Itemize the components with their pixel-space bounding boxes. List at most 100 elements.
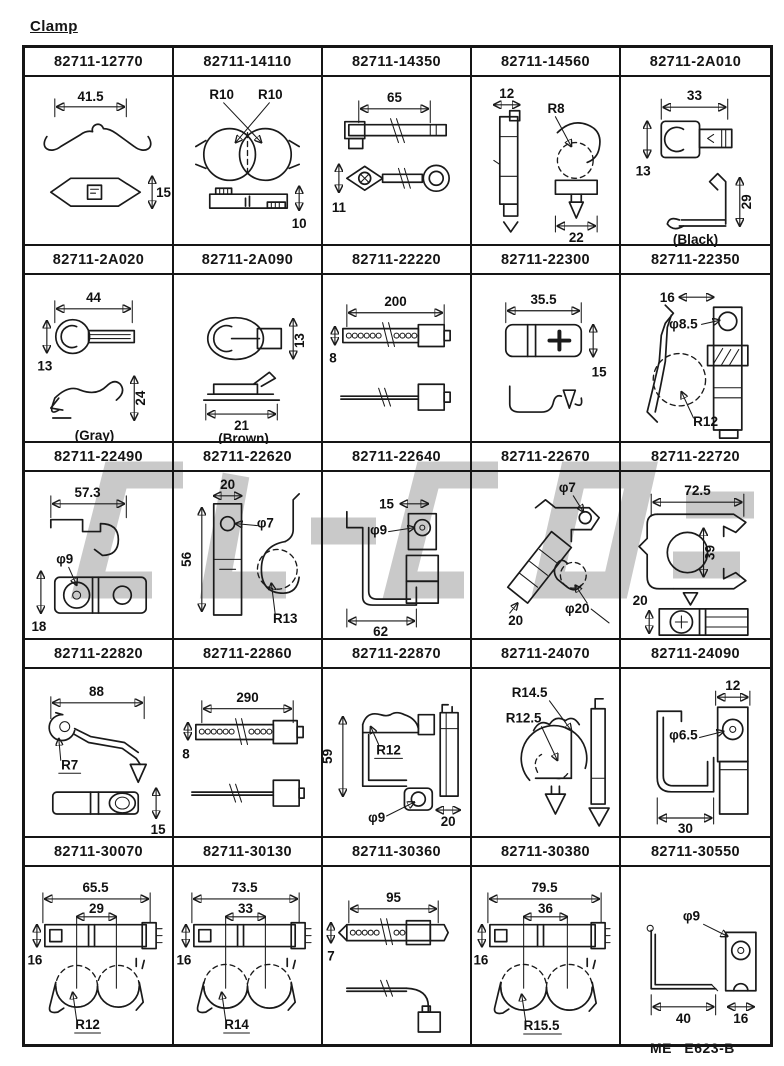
dim-label: 16 bbox=[473, 952, 488, 967]
dim-label: 40 bbox=[676, 1011, 691, 1026]
part-drawing-svg: 20 56 φ7 R13 bbox=[179, 477, 300, 626]
catalog-cell: 82711-22820 88 R7 15 bbox=[25, 640, 174, 838]
part-number: 82711-30130 bbox=[174, 838, 321, 867]
diameter-label: φ6.5 bbox=[669, 727, 698, 742]
catalog-cell: 82711-12770 41.5 15 bbox=[25, 48, 174, 246]
dim-label: 13 bbox=[636, 164, 652, 179]
diameter-label: φ9 bbox=[56, 551, 73, 566]
part-drawing-svg: 57.3 φ9 18 bbox=[31, 485, 148, 634]
part-drawing-svg: 88 R7 15 bbox=[48, 684, 166, 837]
dim-label: 29 bbox=[739, 194, 754, 210]
dim-label: 290 bbox=[236, 690, 258, 705]
part-number: 82711-22870 bbox=[323, 640, 470, 669]
dim-label: 95 bbox=[386, 890, 401, 905]
radius-label: R13 bbox=[273, 611, 298, 626]
part-drawing: R12 59 φ9 20 bbox=[323, 669, 470, 838]
dim-label: 15 bbox=[592, 364, 607, 379]
diameter-label: φ9 bbox=[683, 908, 701, 923]
part-drawing: 72.5 39 20 bbox=[621, 472, 770, 643]
catalog-cell: 82711-30380 79.5 36 16 R15.5 bbox=[472, 838, 621, 1044]
dim-label: 18 bbox=[31, 619, 46, 634]
part-number: 82711-24090 bbox=[621, 640, 770, 669]
part-number: 82711-30070 bbox=[25, 838, 172, 867]
part-drawing-svg: R14.5 R12.5 bbox=[506, 685, 610, 827]
radius-label: R7 bbox=[61, 757, 78, 772]
dim-label: 24 bbox=[133, 390, 148, 405]
catalog-cell: 82711-14350 65 11 bbox=[323, 48, 472, 246]
part-drawing-svg: 79.5 36 16 R15.5 bbox=[473, 880, 611, 1035]
catalog-cell: 82711-14110 R10 R10 10 bbox=[174, 48, 323, 246]
dim-label: 7 bbox=[327, 948, 334, 963]
diameter-label: φ20 bbox=[565, 601, 589, 616]
part-drawing: R14.5 R12.5 bbox=[472, 669, 619, 838]
part-drawing-svg: R10 R10 10 bbox=[195, 87, 307, 231]
part-drawing: R10 R10 10 bbox=[174, 77, 321, 246]
radius-label: R12 bbox=[693, 414, 718, 429]
part-drawing: 57.3 φ9 18 bbox=[25, 472, 172, 641]
part-number: 82711-22860 bbox=[174, 640, 321, 669]
part-drawing-svg: 200 8 bbox=[329, 294, 451, 411]
part-number: 82711-22220 bbox=[323, 246, 470, 275]
dim-label: 62 bbox=[373, 624, 388, 639]
dim-label: 16 bbox=[733, 1011, 749, 1026]
part-drawing: 12 φ6.5 30 bbox=[621, 669, 770, 840]
part-drawing: 79.5 36 16 R15.5 bbox=[472, 867, 619, 1044]
part-drawing-svg: 72.5 39 20 bbox=[633, 483, 749, 636]
dim-label: 73.5 bbox=[231, 880, 258, 895]
part-drawing-svg: 13 21 (Brown) bbox=[202, 316, 307, 444]
dim-label: 59 bbox=[323, 749, 335, 764]
radius-label: R12 bbox=[75, 1017, 100, 1032]
part-drawing: 12 R8 22 bbox=[472, 77, 619, 246]
part-number: 82711-22350 bbox=[621, 246, 770, 275]
part-number: 82711-30380 bbox=[472, 838, 619, 867]
part-number: 82711-22620 bbox=[174, 443, 321, 472]
catalog-cell: 82711-22670 φ7 20 φ20 bbox=[472, 443, 621, 640]
catalog-cell: 82711-30070 65.5 29 16 R12 bbox=[25, 838, 174, 1044]
dim-label: 39 bbox=[703, 545, 718, 561]
dim-label: 29 bbox=[89, 901, 104, 916]
part-drawing: 73.5 33 16 R14 bbox=[174, 867, 321, 1044]
part-drawing: 65.5 29 16 R12 bbox=[25, 867, 172, 1044]
dim-label: 20 bbox=[441, 814, 456, 829]
part-drawing: 16 φ8.5 R12 bbox=[621, 275, 770, 446]
part-drawing: 95 7 bbox=[323, 867, 470, 1044]
part-number: 82711-22720 bbox=[621, 443, 770, 472]
catalog-cell: 82711-22220 200 8 bbox=[323, 246, 472, 443]
radius-label: R12 bbox=[376, 742, 401, 757]
radius-label: R14.5 bbox=[512, 685, 548, 700]
dim-label: 57.3 bbox=[75, 485, 101, 500]
catalog-cell: 82711-30130 73.5 33 16 R14 bbox=[174, 838, 323, 1044]
part-drawing-svg: 65 11 bbox=[332, 90, 450, 215]
part-drawing: 35.5 15 bbox=[472, 275, 619, 444]
dim-label: 8 bbox=[329, 350, 337, 365]
dim-label: 20 bbox=[220, 477, 235, 492]
dim-label: 15 bbox=[156, 185, 171, 200]
part-drawing: 20 56 φ7 R13 bbox=[174, 472, 321, 641]
dim-label: 79.5 bbox=[531, 880, 558, 895]
dim-label: 30 bbox=[678, 821, 693, 836]
part-number: 82711-22300 bbox=[472, 246, 619, 275]
radius-label: R12.5 bbox=[506, 711, 542, 726]
catalog-cell: 82711-2A010 33 13 29 (Black) bbox=[621, 48, 770, 247]
part-drawing-svg: 33 13 29 (Black) bbox=[636, 88, 754, 247]
catalog-cell: 82711-2A020 44 13 24 (Gray) bbox=[25, 246, 174, 443]
dim-label: 22 bbox=[569, 230, 584, 245]
color-note: (Black) bbox=[673, 232, 718, 247]
dim-label: 20 bbox=[633, 593, 648, 608]
color-note: (Gray) bbox=[75, 428, 114, 443]
part-drawing-svg: 12 R8 22 bbox=[472, 86, 601, 245]
part-drawing: 200 8 bbox=[323, 275, 470, 444]
part-drawing: φ7 20 φ20 bbox=[472, 472, 619, 641]
part-drawing-svg: 290 8 bbox=[182, 690, 305, 807]
part-drawing: φ9 40 16 bbox=[621, 867, 770, 1044]
part-number: 82711-14110 bbox=[174, 48, 321, 77]
part-drawing: 290 8 bbox=[174, 669, 321, 838]
dim-label: 16 bbox=[176, 952, 191, 967]
part-drawing-svg: 35.5 15 bbox=[504, 292, 607, 413]
part-drawing-svg: 44 13 24 (Gray) bbox=[37, 290, 148, 443]
radius-label: R15.5 bbox=[524, 1018, 560, 1033]
catalog-cell: 82711-2A090 13 21 (Brown) bbox=[174, 246, 323, 444]
dim-label: 13 bbox=[292, 333, 307, 348]
part-drawing: 41.5 15 bbox=[25, 77, 172, 246]
radius-label: R8 bbox=[547, 101, 565, 116]
